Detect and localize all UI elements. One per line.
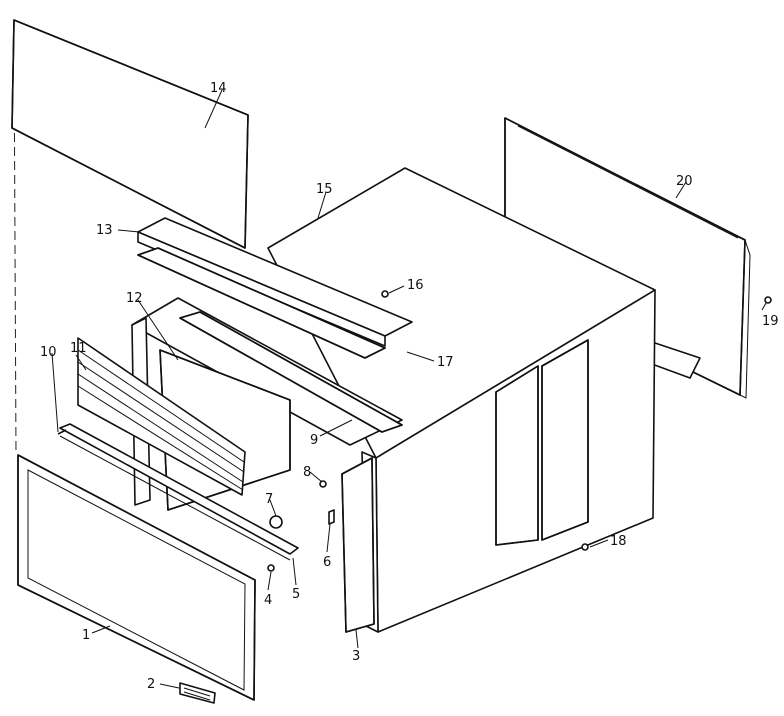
part-14-filter-panel bbox=[11, 19, 249, 249]
callout-5: 5 bbox=[292, 587, 300, 602]
leader-lines bbox=[51, 89, 767, 689]
callout-2: 2 bbox=[147, 677, 155, 692]
callout-18: 18 bbox=[610, 534, 627, 549]
callout-8: 8 bbox=[303, 465, 311, 480]
callout-16: 16 bbox=[407, 278, 424, 293]
callout-19: 19 bbox=[762, 314, 779, 329]
callout-14: 14 bbox=[210, 81, 227, 96]
callout-1: 1 bbox=[82, 628, 90, 643]
part-11-louvre bbox=[77, 337, 246, 496]
callout-12: 12 bbox=[126, 291, 143, 306]
callout-20: 20 bbox=[676, 174, 693, 189]
callout-labels: 14 15 13 20 16 17 19 12 11 10 9 8 7 6 5 … bbox=[40, 81, 779, 692]
callout-11: 11 bbox=[70, 341, 87, 356]
part-17-filter-strip bbox=[137, 247, 386, 359]
callout-13: 13 bbox=[96, 223, 113, 238]
part-12-inner-housing bbox=[131, 297, 403, 511]
part-1-front-grille bbox=[17, 454, 256, 701]
callout-3: 3 bbox=[352, 649, 360, 664]
callout-9: 9 bbox=[310, 433, 318, 448]
part-3-side-gasket bbox=[341, 457, 375, 633]
callout-10: 10 bbox=[40, 345, 57, 360]
part-5-rail bbox=[59, 423, 299, 561]
callout-17: 17 bbox=[437, 355, 454, 370]
hardware-screws bbox=[57, 290, 772, 572]
callout-4: 4 bbox=[264, 593, 272, 608]
callout-15: 15 bbox=[316, 182, 333, 197]
callout-6: 6 bbox=[323, 555, 331, 570]
part-9-strip bbox=[179, 311, 403, 433]
part-13-top-shelf bbox=[137, 217, 413, 347]
part-2-nameplate bbox=[179, 682, 216, 704]
callout-7: 7 bbox=[265, 492, 273, 507]
